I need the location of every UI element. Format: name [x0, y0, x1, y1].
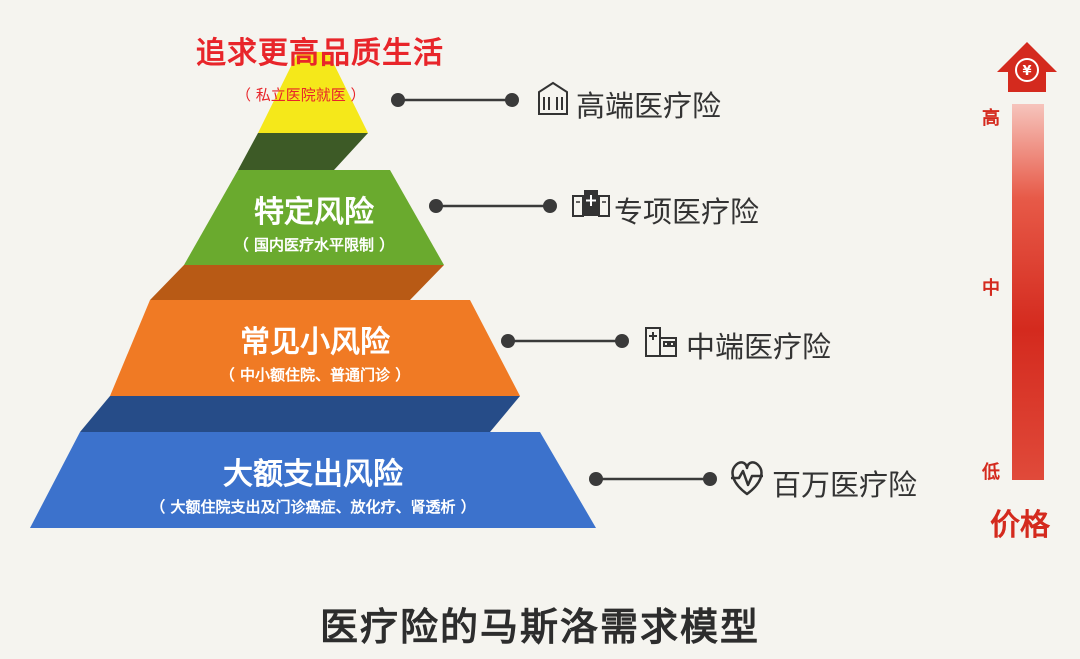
medical-facility-icon — [572, 190, 610, 217]
heartbeat-icon — [731, 461, 763, 496]
price-mid-mark: 中 — [982, 278, 1000, 299]
green-layer — [184, 170, 444, 265]
connector-line-1 — [391, 93, 519, 107]
apex-connector — [238, 133, 368, 170]
price-arrow-icon — [997, 42, 1057, 92]
clinic-building-icon — [645, 327, 677, 357]
insurance-label-high-end: 高端医疗险 — [576, 89, 722, 123]
apex-layer — [258, 52, 368, 133]
diagram-caption: 医疗险的马斯洛需求模型 — [319, 605, 760, 649]
hospital-building-icon — [538, 81, 568, 115]
green-connector — [150, 265, 444, 300]
insurance-label-mid: 中端医疗险 — [686, 330, 832, 364]
price-axis-label: 价格 — [990, 508, 1050, 543]
price-bar — [1012, 104, 1044, 480]
orange-layer-subtitle: （ 中小额住院、普通门诊 ） — [219, 366, 411, 384]
apex-subtitle: （ 私立医院就医 ） — [236, 86, 366, 104]
price-low-mark: 低 — [982, 462, 1000, 483]
yen-symbol: ¥ — [1022, 64, 1031, 79]
blue-layer-subtitle: （ 大额住院支出及门诊癌症、放化疗、肾透析 ） — [150, 498, 476, 516]
orange-layer — [110, 300, 520, 396]
apex-title: 追求更高品质生活 — [196, 36, 444, 71]
orange-layer-title: 常见小风险 — [240, 325, 390, 360]
insurance-label-special: 专项医疗险 — [614, 195, 760, 229]
orange-connector — [80, 396, 520, 432]
connector-line-4 — [589, 472, 717, 486]
insurance-label-million: 百万医疗险 — [772, 468, 918, 502]
price-high-mark: 高 — [982, 108, 1000, 129]
blue-layer — [30, 432, 596, 528]
connector-line-2 — [429, 199, 557, 213]
green-layer-subtitle: （ 国内医疗水平限制 ） — [233, 236, 395, 254]
blue-layer-title: 大额支出风险 — [223, 457, 403, 492]
connector-line-3 — [501, 334, 629, 348]
green-layer-title: 特定风险 — [254, 195, 374, 230]
